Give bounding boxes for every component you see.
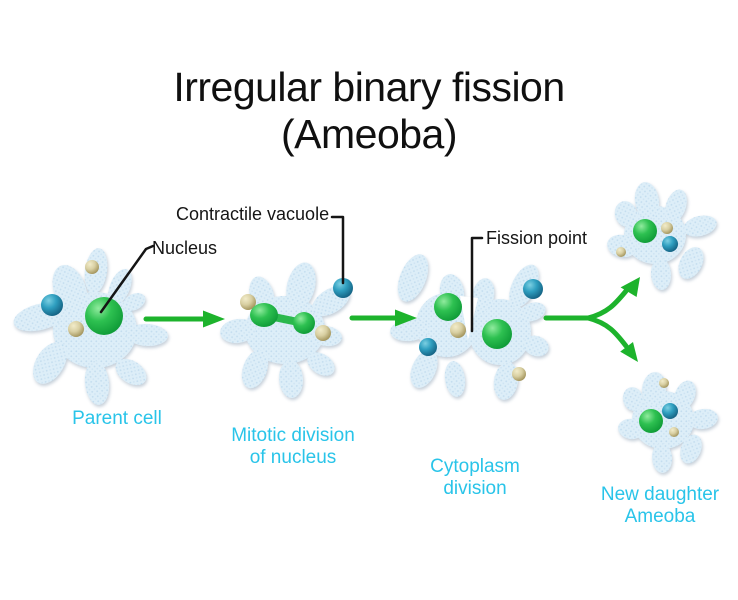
- mitotic-cell-organelles: [240, 278, 353, 341]
- nucleus: [482, 319, 512, 349]
- amoeba-cytoplasm-division: [390, 254, 549, 400]
- food-granule: [240, 294, 256, 310]
- contractile-vacuole: [662, 236, 678, 252]
- stage-label-line: New daughter: [600, 484, 720, 505]
- dividing-nucleus: [293, 312, 315, 334]
- nucleus: [633, 219, 657, 243]
- stage-label-parent-cell: Parent cell: [32, 408, 202, 430]
- stage-label-line: division: [443, 478, 507, 499]
- fission-cleft: [460, 296, 478, 340]
- title-line-2: (Ameoba): [280, 111, 458, 157]
- contractile-vacuole-pointer-line: [330, 215, 345, 285]
- fork-arrow-upper-branch: [585, 288, 629, 321]
- nucleus: [434, 293, 462, 321]
- stage-label-line: of nucleus: [249, 447, 337, 468]
- daughter-top-organelles: [616, 219, 678, 257]
- food-granule: [616, 247, 626, 257]
- food-granule: [450, 322, 466, 338]
- contractile-vacuole: [333, 278, 353, 298]
- amoeba-daughter-bottom: [618, 372, 718, 473]
- arrowhead: [395, 309, 417, 327]
- food-granule: [669, 427, 679, 437]
- nucleus-pointer-line: [99, 244, 155, 314]
- food-granule: [315, 325, 331, 341]
- stage-label-line: Cytoplasm: [430, 456, 520, 477]
- dividing-nucleus: [250, 303, 278, 327]
- nucleus: [85, 297, 123, 335]
- food-granule: [661, 222, 673, 234]
- arrowhead: [620, 342, 638, 362]
- daughter-bottom-organelles: [639, 378, 679, 437]
- contractile-vacuole-label: Contractile vacuole: [176, 204, 330, 224]
- stage-label-line: Ameoba: [624, 506, 696, 527]
- food-granule: [68, 321, 84, 337]
- fork-arrow-lower-branch: [585, 315, 629, 349]
- amoeba-daughter-top: [607, 182, 717, 290]
- stage-label-mitotic-division: Mitotic division of nucleus: [208, 425, 378, 469]
- fission-point-pointer-line: [470, 236, 484, 333]
- contractile-vacuole: [41, 294, 63, 316]
- stage-label-line: Mitotic division: [231, 425, 355, 446]
- diagram-title: Irregular binary fission (Ameoba): [0, 64, 738, 158]
- contractile-vacuole: [523, 279, 543, 299]
- arrowhead: [620, 277, 640, 297]
- fission-point-label: Fission point: [486, 228, 588, 248]
- title-line-1: Irregular binary fission: [173, 64, 565, 110]
- arrowhead: [203, 310, 225, 328]
- nucleus-label: Nucleus: [152, 238, 218, 258]
- nucleus: [639, 409, 663, 433]
- stage-label-line: Parent cell: [72, 408, 162, 429]
- parent-cell-organelles: [41, 260, 123, 337]
- stage-label-new-daughter-ameoba: New daughter Ameoba: [575, 484, 738, 528]
- food-granule: [85, 260, 99, 274]
- food-granule: [659, 378, 669, 388]
- contractile-vacuole: [419, 338, 437, 356]
- stage-label-cytoplasm-division: Cytoplasm division: [390, 456, 560, 500]
- food-granule: [512, 367, 526, 381]
- amoeba-mitotic-division: [220, 262, 350, 398]
- dividing-cell-organelles: [419, 279, 543, 381]
- contractile-vacuole: [662, 403, 678, 419]
